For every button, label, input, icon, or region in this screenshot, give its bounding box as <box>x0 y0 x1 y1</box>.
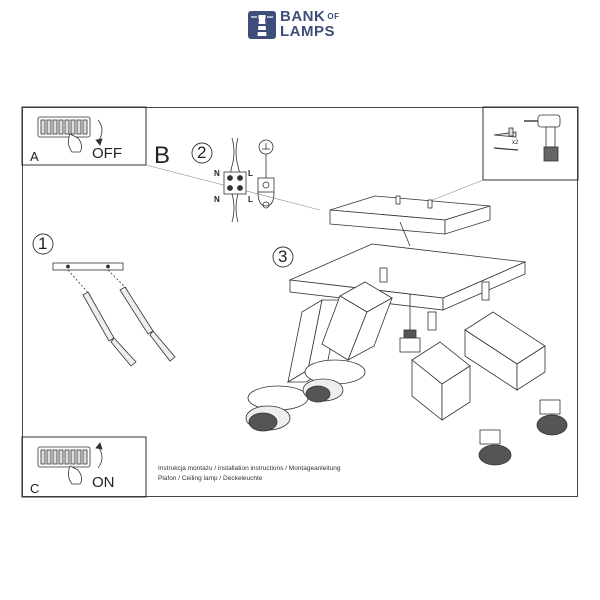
brand-word-of: OF <box>327 12 340 21</box>
step-1-number: 1 <box>38 234 48 253</box>
screw-set-icon <box>493 127 519 151</box>
switch-on-label: ON <box>92 474 115 491</box>
spot-box-right-2 <box>464 311 546 391</box>
instructions-line-1: Instrukcja montażu / installation instru… <box>158 465 341 472</box>
brand-word-bank: BANK <box>280 8 326 25</box>
panel-c-frame <box>21 436 147 498</box>
tools-quantity: x2 <box>512 140 519 146</box>
panel-a-letter: A <box>30 149 39 164</box>
spot-lamp-left-1 <box>245 385 309 432</box>
instruction-sheet <box>22 107 578 497</box>
lamp-base-plate <box>288 243 527 331</box>
wiring-terminal <box>223 137 247 223</box>
spot-lamp-left-2 <box>302 359 366 403</box>
wall-anchor <box>67 269 176 367</box>
spot-box-left-2 <box>321 281 393 361</box>
spot-lamp-right-2 <box>536 399 568 436</box>
lighthouse-logo-icon <box>248 11 276 39</box>
ceiling-plate <box>329 195 491 247</box>
breaker-icon <box>37 116 103 153</box>
mounting-bracket <box>52 262 124 271</box>
brand-word-lamps: LAMPS <box>280 23 335 40</box>
spot-lamp-right-1 <box>478 429 512 466</box>
wire-l-bottom: L <box>248 195 253 204</box>
spot-box-right-1 <box>411 341 471 421</box>
panel-b-letter: B <box>154 142 171 169</box>
drill-icon <box>524 114 561 162</box>
center-bulb <box>399 294 421 353</box>
panel-c-letter: C <box>30 481 40 496</box>
step-2-number: 2 <box>197 143 207 162</box>
step-3-number: 3 <box>278 247 288 266</box>
breaker-icon-c <box>37 442 103 485</box>
instructions-line-2: Plafon / Ceiling lamp / Deckeleuchte <box>158 475 263 482</box>
step-3-circle <box>272 246 294 268</box>
wire-n-bottom: N <box>214 195 220 204</box>
wire-l-top: L <box>248 169 253 178</box>
step-1-circle <box>32 233 54 255</box>
ground-symbol-icon <box>257 139 275 209</box>
step-2-circle <box>191 142 213 164</box>
panel-a-frame <box>21 106 147 166</box>
tools-frame <box>482 106 579 181</box>
wire-n-top: N <box>214 169 220 178</box>
switch-off-label: OFF <box>92 145 122 162</box>
